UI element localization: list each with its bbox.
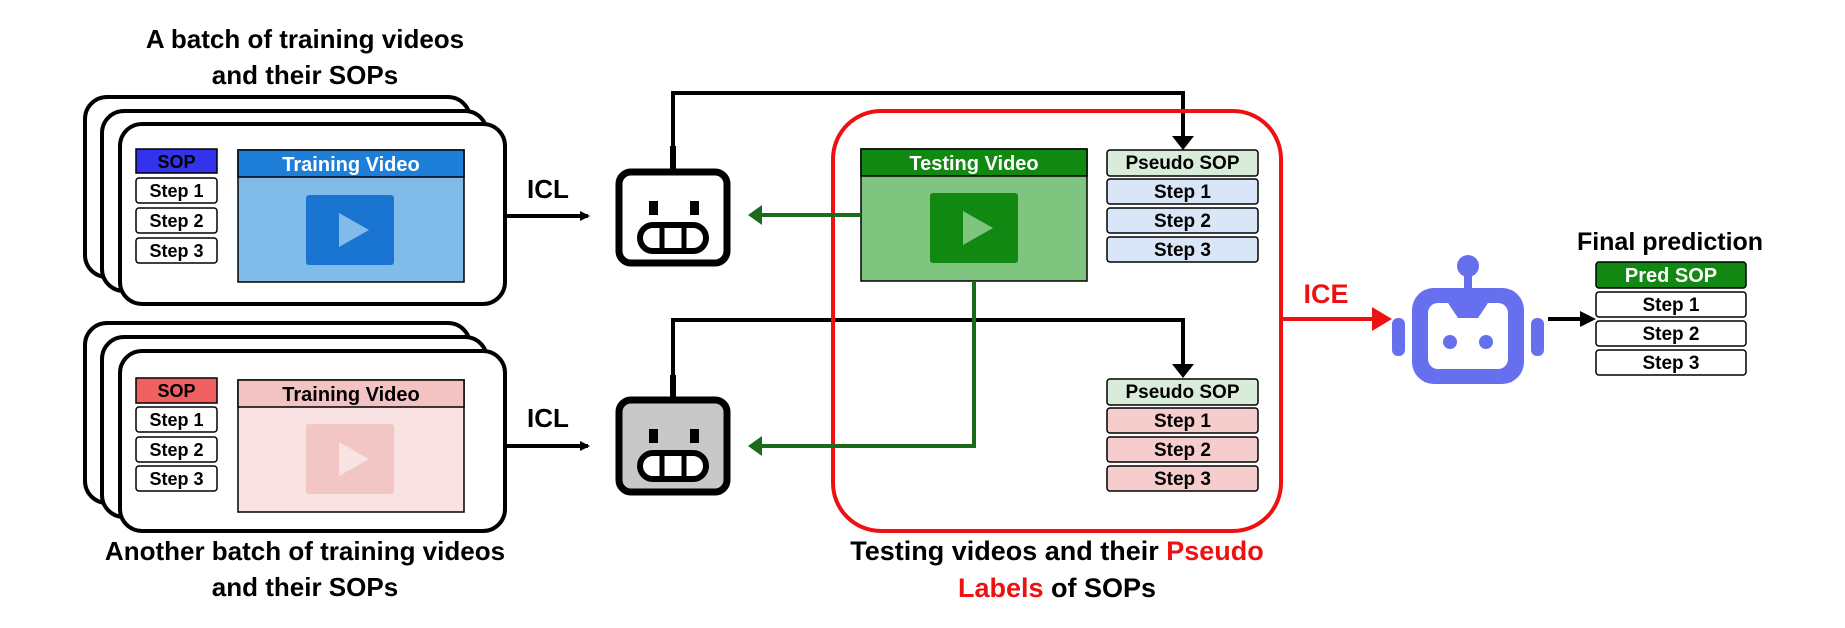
pseudo-sop-bottom-step-1 [1106, 407, 1259, 434]
bottom-sop-step-1 [135, 406, 218, 433]
final-sop-step-3 [1595, 349, 1747, 376]
play-glyph [339, 213, 369, 247]
pseudo-sop-top-step-3 [1106, 236, 1259, 263]
final-sop-step-1 [1595, 291, 1747, 318]
top-sop-step-2-label: Step 2 [149, 211, 203, 231]
icl-label-top: ICL [527, 174, 569, 204]
robot-icon [1392, 255, 1544, 384]
bottom-sop-step-3-label: Step 3 [149, 469, 203, 489]
testing-video-title: Testing Video [909, 153, 1038, 175]
top-sop-header [135, 148, 218, 174]
testing-caption-line2: Labels of SOPs [958, 573, 1156, 603]
bottom-sop-step-2 [135, 436, 218, 463]
pseudo-label-arrow-bottom [671, 318, 1185, 375]
top-sop-step-1 [135, 177, 218, 204]
bottom-sop-step-1-label: Step 1 [149, 410, 203, 430]
bottom-training-video: Training Video [237, 379, 465, 513]
pseudo-label-arrow-top [671, 91, 1185, 146]
bottom-sop-label: SOP [157, 381, 195, 401]
pseudo-sop-bottom-step-2-label: Step 2 [1154, 440, 1211, 461]
top-sop-step-2 [135, 207, 218, 234]
pseudo-sop-top-step-2 [1106, 207, 1259, 234]
top-sop-step-1-label: Step 1 [149, 181, 203, 201]
pseudo-sop-top-step-3-label: Step 3 [1154, 240, 1211, 261]
pseudo-sop-bottom-step-3 [1106, 465, 1259, 492]
top-training-video: Training Video [237, 149, 465, 283]
top-batch-caption-line2: and their SOPs [212, 60, 398, 90]
bottom-sop-list: SOP Step 1 Step 2 Step 3 [135, 377, 218, 492]
bottom-batch-caption-line2: and their SOPs [212, 572, 398, 602]
bottom-sop-step-2-label: Step 2 [149, 440, 203, 460]
play-glyph [963, 211, 993, 245]
top-sop-step-3-label: Step 3 [149, 241, 203, 261]
testing-frame [831, 109, 1283, 533]
ice-label: ICE [1303, 279, 1348, 309]
top-sop-step-3 [135, 237, 218, 264]
bottom-training-video-title: Training Video [282, 384, 419, 406]
pseudo-sop-top-step-2-label: Step 2 [1154, 211, 1211, 232]
bottom-batch-caption-line1: Another batch of training videos [105, 536, 505, 566]
play-glyph [339, 442, 369, 476]
final-sop-step-2 [1595, 320, 1747, 347]
final-prediction-title: Final prediction [1577, 228, 1763, 256]
pseudo-sop-top-header-label: Pseudo SOP [1125, 153, 1239, 174]
pseudo-sop-bottom-header-label: Pseudo SOP [1125, 382, 1239, 403]
pseudo-sop-top: Pseudo SOP Step 1 Step 2 Step 3 [1106, 149, 1259, 263]
testing-video: Testing Video [860, 148, 1088, 282]
pseudo-sop-top-step-1-label: Step 1 [1154, 182, 1211, 203]
bottom-sop-step-3 [135, 465, 218, 492]
final-sop-step-1-label: Step 1 [1642, 295, 1699, 316]
pseudo-sop-bottom: Pseudo SOP Step 1 Step 2 Step 3 [1106, 378, 1259, 492]
final-sop-step-2-label: Step 2 [1642, 324, 1699, 345]
final-sop-step-3-label: Step 3 [1642, 353, 1699, 374]
top-sop-label: SOP [157, 152, 195, 172]
final-sop-header [1595, 261, 1747, 289]
robot-icon [615, 146, 731, 267]
pseudo-sop-top-header [1106, 149, 1259, 177]
top-batch-caption-line1: A batch of training videos [146, 24, 464, 54]
pseudo-sop-bottom-header [1106, 378, 1259, 406]
test-to-robot-arrow-bottom [758, 281, 976, 448]
final-sop-header-label: Pred SOP [1625, 265, 1717, 287]
pseudo-sop-bottom-step-2 [1106, 436, 1259, 463]
bottom-sop-header [135, 377, 218, 404]
icl-label-bottom: ICL [527, 403, 569, 433]
testing-caption-line1: Testing videos and their Pseudo [850, 536, 1264, 566]
pseudo-sop-bottom-step-1-label: Step 1 [1154, 411, 1211, 432]
final-sop: Pred SOP Step 1 Step 2 Step 3 [1595, 261, 1747, 376]
top-training-video-title: Training Video [282, 154, 419, 176]
top-sop-list: SOP Step 1 Step 2 Step 3 [135, 148, 218, 264]
robot-icon [615, 375, 731, 496]
pseudo-sop-top-step-1 [1106, 178, 1259, 205]
pseudo-sop-bottom-step-3-label: Step 3 [1154, 469, 1211, 490]
